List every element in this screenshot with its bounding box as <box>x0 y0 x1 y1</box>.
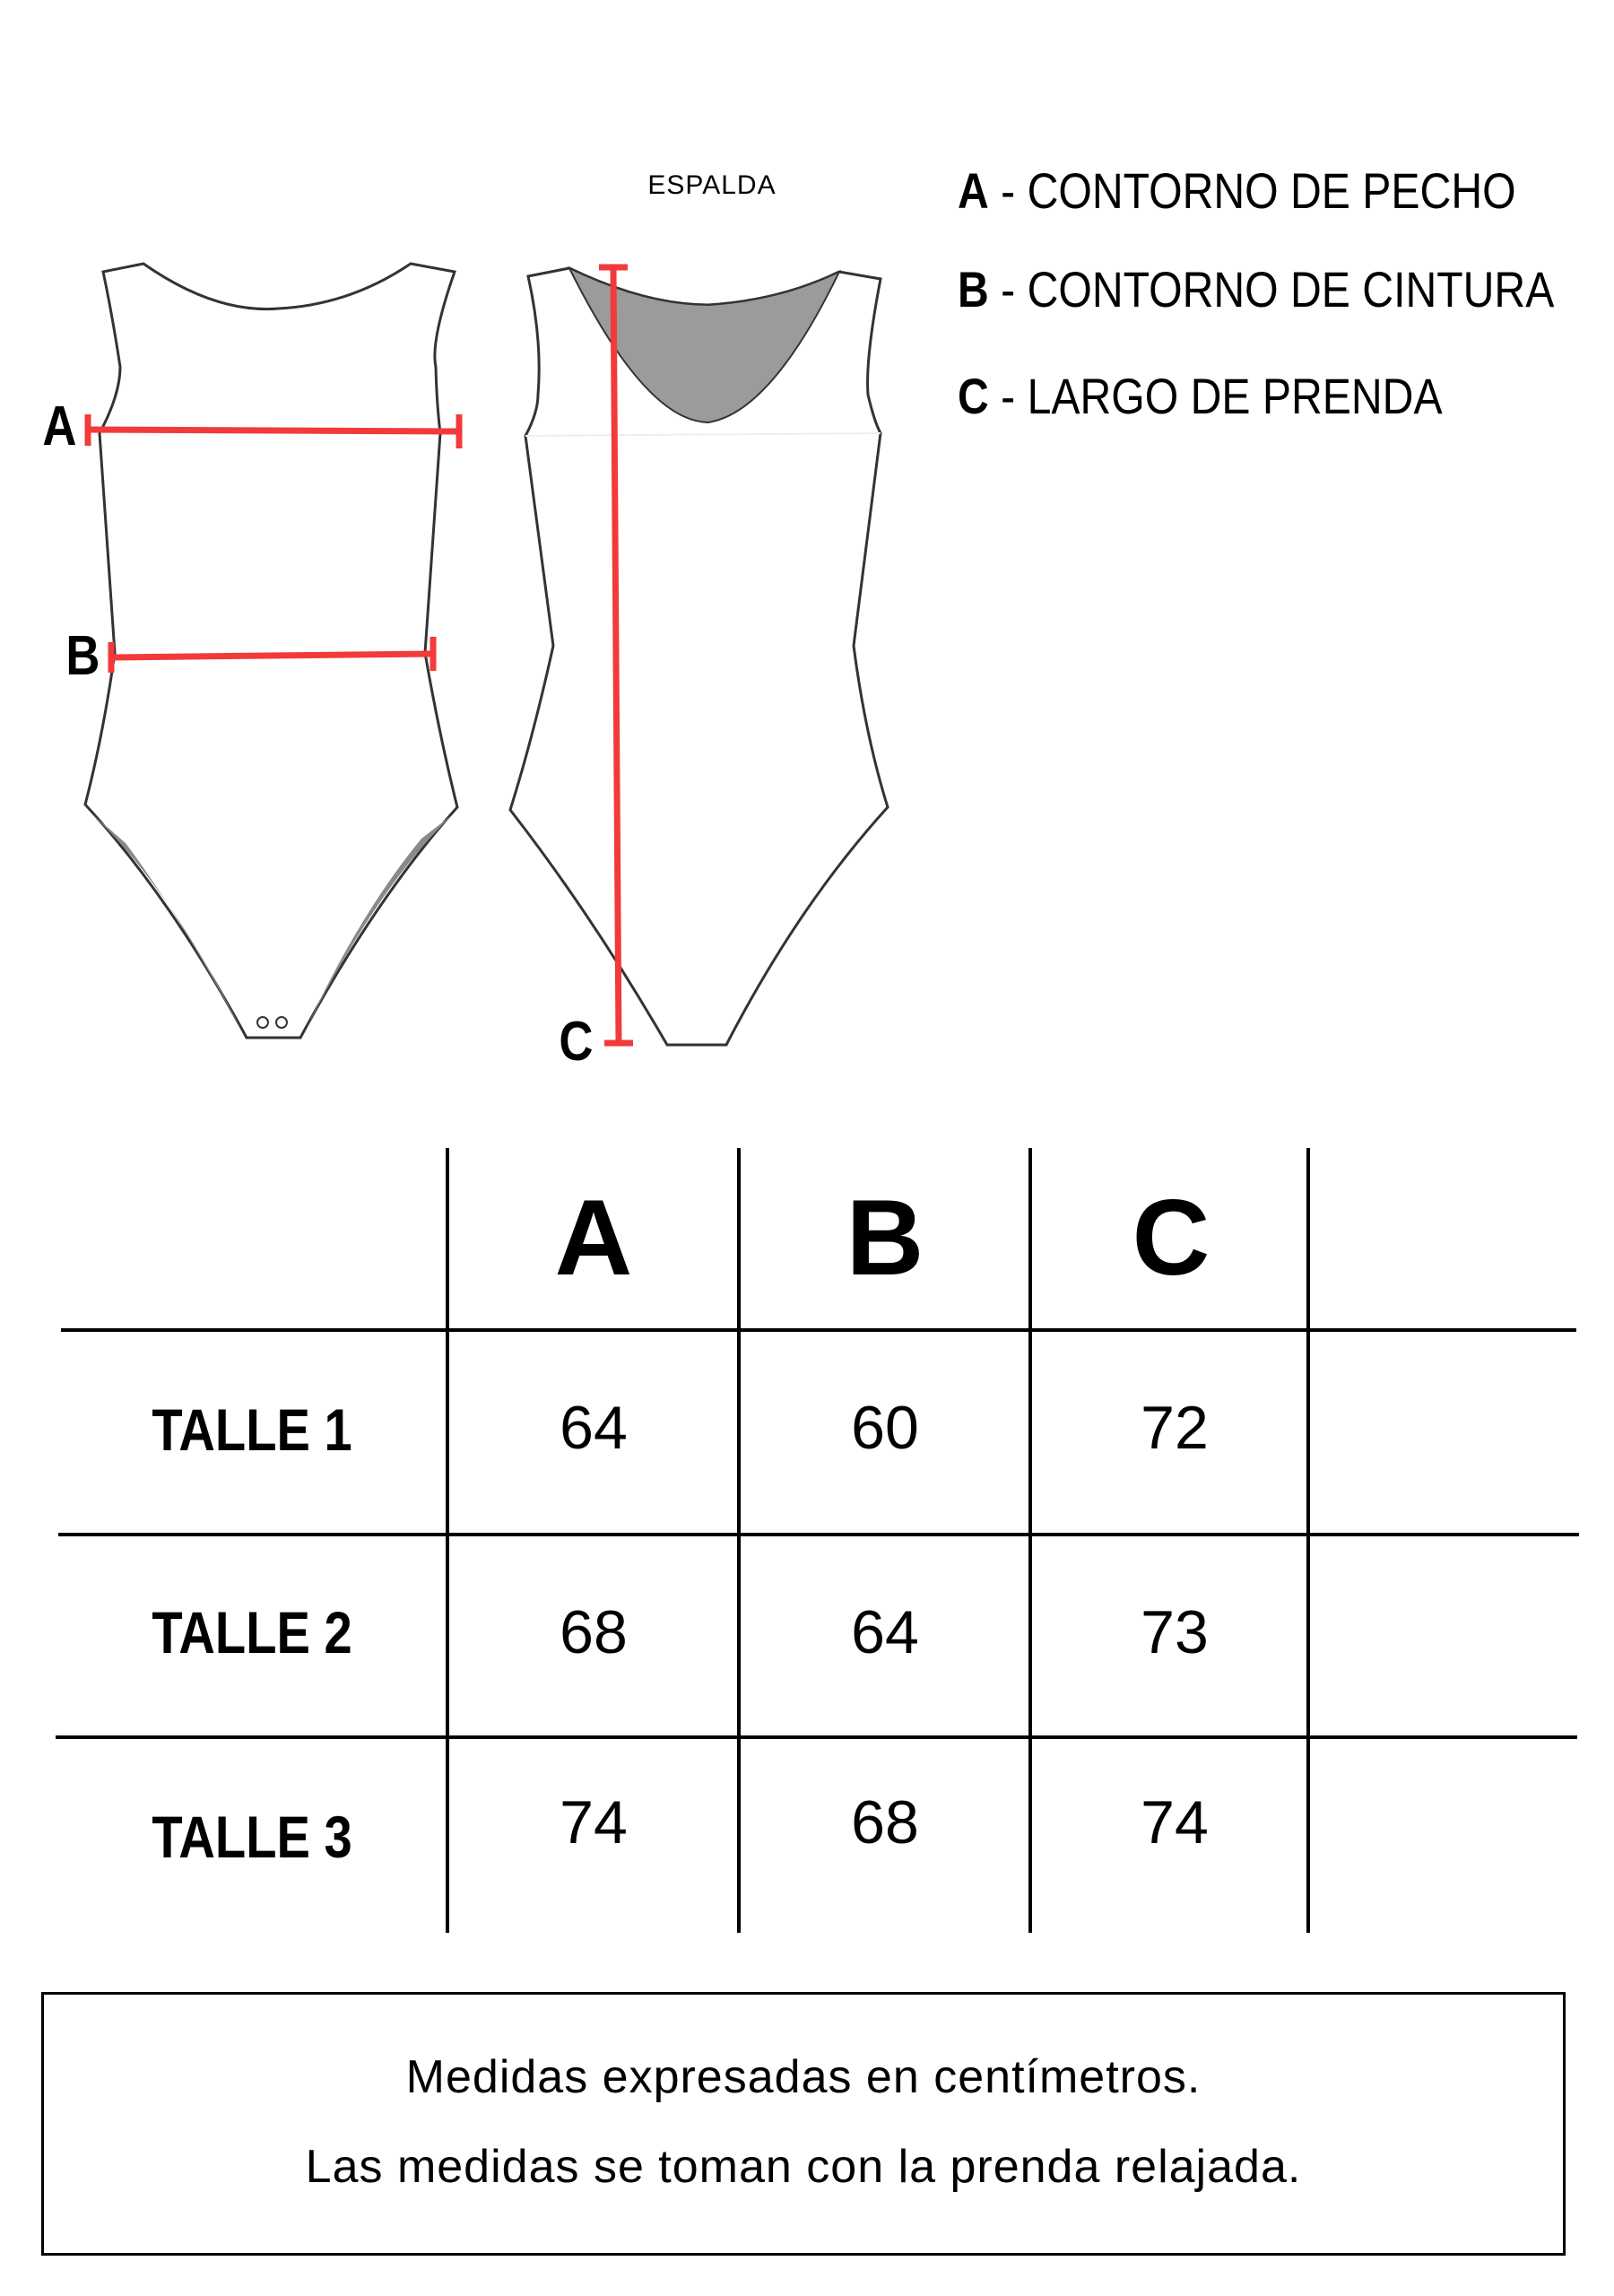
column-header-b: B <box>846 1178 924 1298</box>
snap-icon <box>256 1016 269 1029</box>
cell-value: 64 <box>560 1394 628 1462</box>
front-bodysuit-drawing <box>83 262 459 1039</box>
cell-value: 73 <box>1141 1598 1209 1666</box>
measure-lines <box>84 264 633 1047</box>
measure-line-a <box>87 426 460 435</box>
legend-item-a: A - CONTORNO DE PECHO <box>958 161 1516 220</box>
table-divider <box>1028 1148 1032 1933</box>
marker-b-label: B <box>65 625 100 687</box>
note-line-units: Medidas expresadas en centímetros. <box>405 2051 1202 2103</box>
column-header-c: C <box>1132 1178 1210 1298</box>
cell-value: 68 <box>851 1788 919 1857</box>
legend-text: - CONTORNO DE PECHO <box>988 162 1516 219</box>
measure-line-b <box>110 650 434 661</box>
legend-text: - CONTORNO DE CINTURA <box>988 261 1555 317</box>
table-divider <box>61 1328 1576 1332</box>
cell-value: 68 <box>560 1598 628 1666</box>
column-header-a: A <box>554 1178 633 1298</box>
snap-icon <box>275 1016 288 1029</box>
legend-text: - LARGO DE PRENDA <box>988 368 1443 424</box>
row-label: TALLE 3 <box>152 1804 352 1870</box>
measure-line-c <box>610 266 622 1044</box>
row-label: TALLE 2 <box>152 1599 352 1665</box>
cell-value: 74 <box>560 1788 628 1857</box>
back-bodysuit-drawing <box>508 265 889 1047</box>
table-divider <box>737 1148 741 1933</box>
table-divider <box>56 1735 1577 1739</box>
back-view-label: ESPALDA <box>647 170 777 200</box>
marker-a-label: A <box>42 396 77 457</box>
cell-value: 72 <box>1141 1394 1209 1462</box>
bodysuit-diagram <box>83 262 889 1047</box>
legend-key: A <box>958 162 989 219</box>
table-divider <box>446 1148 449 1933</box>
legend-item-b: B - CONTORNO DE CINTURA <box>958 260 1554 318</box>
cell-value: 74 <box>1141 1788 1209 1857</box>
table-divider <box>58 1533 1579 1536</box>
marker-c-label: C <box>559 1011 594 1073</box>
table-divider <box>1306 1148 1310 1933</box>
legend-item-c: C - LARGO DE PRENDA <box>958 367 1443 425</box>
legend-key: C <box>958 368 989 424</box>
row-label: TALLE 1 <box>152 1396 352 1463</box>
note-line-relaxed: Las medidas se toman con la prenda relaj… <box>305 2141 1302 2193</box>
cell-value: 60 <box>851 1394 919 1462</box>
cell-value: 64 <box>851 1598 919 1666</box>
legend-key: B <box>958 261 989 317</box>
measurement-note-box: Medidas expresadas en centímetros. Las m… <box>41 1992 1566 2256</box>
